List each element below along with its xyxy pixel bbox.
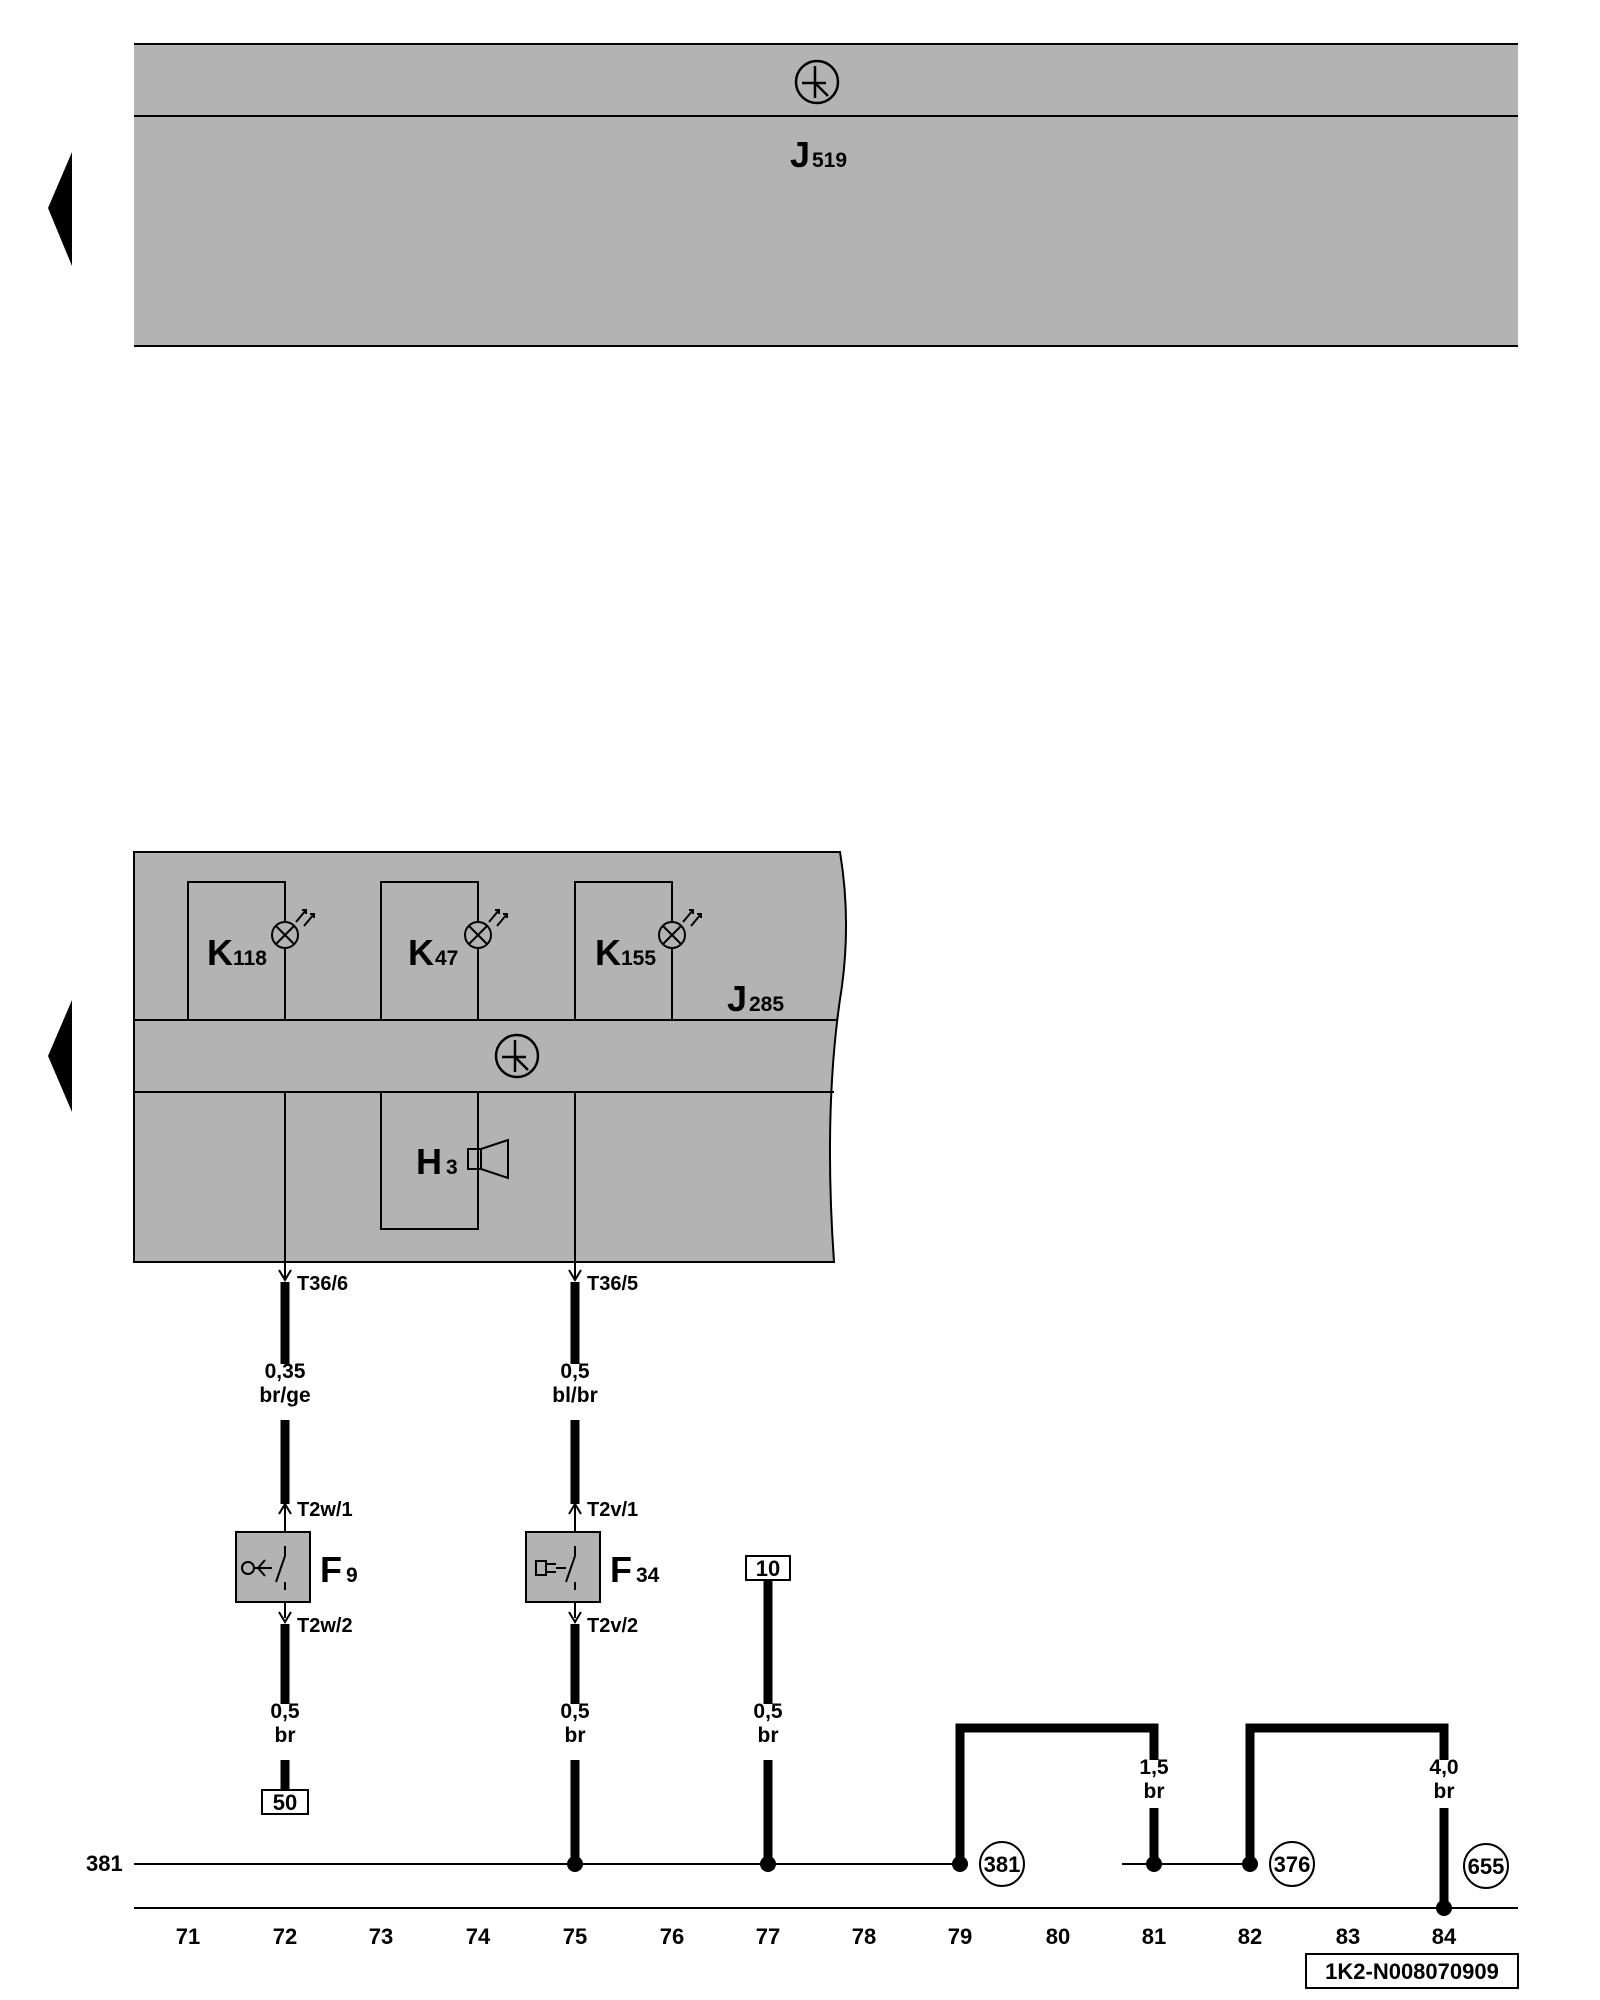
svg-text:10: 10 (756, 1556, 780, 1581)
k118-label-number: 118 (233, 947, 267, 970)
f34-label-letter: F (610, 1549, 632, 1590)
k47-warning-lamp: K 47 (380, 881, 508, 1020)
h3-label-letter: H (416, 1141, 442, 1182)
continuation-arrow-icon (48, 152, 72, 266)
wire-track-77: 10 0,5 br (745, 1555, 791, 1872)
wire-bridge-82-84: 4,0 br (1242, 1723, 1459, 1916)
wire-bridge-79-81: 1,5 br (952, 1723, 1169, 1872)
track-number: 75 (563, 1924, 587, 1949)
track-numbers: 71 72 73 74 75 76 77 78 79 80 81 82 83 8… (176, 1924, 1457, 1949)
connector-t36-6: T36/6 (297, 1273, 348, 1295)
k155-label-number: 155 (621, 947, 656, 970)
track-number: 80 (1046, 1924, 1070, 1949)
svg-text:50: 50 (273, 1790, 297, 1815)
f9-label-number: 9 (346, 1564, 358, 1587)
connector-t2v-1: T2v/1 (587, 1499, 638, 1521)
j285-instrument-cluster: J 285 K 118 K 47 (133, 851, 848, 1263)
wire-color-75-lower: br (565, 1724, 586, 1747)
ground-point-381: 381 (979, 1841, 1025, 1887)
wire-size-75-upper: 0,5 (560, 1360, 590, 1383)
k155-label-letter: K (595, 932, 621, 973)
track-number: 84 (1432, 1924, 1457, 1949)
reference-box-10: 10 (745, 1555, 791, 1581)
j519-label-number: 519 (812, 149, 847, 172)
wire-color-84: br (1434, 1780, 1455, 1803)
continuation-arrow-icon (48, 1000, 72, 1112)
connector-t2v-2: T2v/2 (587, 1615, 638, 1637)
diagram-id: 1K2-N008070909 (1325, 1959, 1499, 1984)
connector-t2w-2: T2w/2 (297, 1615, 353, 1637)
reference-box-50: 50 (261, 1789, 309, 1815)
j519-control-unit: J 519 (134, 43, 1518, 347)
bulb-icon (271, 909, 315, 949)
k47-label-number: 47 (435, 947, 458, 970)
control-unit-symbol-icon (794, 59, 840, 105)
f34-label-number: 34 (636, 1564, 660, 1587)
h3-buzzer: H 3 (380, 1091, 509, 1230)
track-number: 79 (948, 1924, 972, 1949)
control-unit-symbol-icon (494, 1033, 540, 1079)
connector-t2w-1: T2w/1 (297, 1499, 353, 1521)
svg-text:655: 655 (1468, 1854, 1505, 1879)
ground-bus: 381 (86, 1851, 1250, 1876)
j519-label-letter: J (790, 134, 810, 175)
ground-bus-label: 381 (86, 1851, 123, 1876)
track-number: 71 (176, 1924, 200, 1949)
track-number: 78 (852, 1924, 876, 1949)
track-number: 74 (466, 1924, 491, 1949)
track-number: 72 (273, 1924, 297, 1949)
wire-color-72-upper: br/ge (259, 1384, 310, 1407)
k118-warning-lamp: K 118 (187, 881, 315, 1020)
speaker-icon (467, 1138, 509, 1180)
k118-label-letter: K (207, 932, 233, 973)
wire-size-84: 4,0 (1429, 1756, 1458, 1779)
track-number: 76 (660, 1924, 684, 1949)
svg-text:381: 381 (984, 1852, 1021, 1877)
ground-point-655: 655 (1463, 1843, 1509, 1889)
j285-label-number: 285 (749, 993, 784, 1016)
k155-warning-lamp: K 155 (574, 881, 702, 1020)
track-number: 81 (1142, 1924, 1166, 1949)
j285-label-letter: J (727, 978, 747, 1019)
track-number: 82 (1238, 1924, 1262, 1949)
f9-label-letter: F (320, 1549, 342, 1590)
track-number: 73 (369, 1924, 393, 1949)
track-number: 77 (756, 1924, 780, 1949)
wire-color-75-upper: bl/br (552, 1384, 598, 1407)
f9-switch: F 9 (235, 1531, 358, 1603)
wire-color-77: br (758, 1724, 779, 1747)
wire-size-72-upper: 0,35 (265, 1360, 306, 1383)
wire-size-81: 1,5 (1139, 1756, 1169, 1779)
ground-point-376: 376 (1269, 1841, 1315, 1887)
bulb-icon (464, 909, 508, 949)
h3-label-number: 3 (446, 1156, 458, 1179)
wire-color-72-lower: br (275, 1724, 296, 1747)
connector-t36-5: T36/5 (587, 1273, 638, 1295)
svg-text:376: 376 (1274, 1852, 1311, 1877)
track-number: 83 (1336, 1924, 1360, 1949)
wire-track-72: T36/6 0,35 br/ge T2w/1 T2w/2 0,5 br 50 (259, 1262, 353, 1815)
diagram-id-box: 1K2-N008070909 (1305, 1953, 1519, 1989)
k47-label-letter: K (408, 932, 434, 973)
wire-size-77: 0,5 (753, 1700, 783, 1723)
switch-icon (535, 1546, 576, 1590)
wire-size-72-lower: 0,5 (270, 1700, 300, 1723)
wire-color-81: br (1144, 1780, 1165, 1803)
f34-switch: F 34 (525, 1531, 660, 1603)
bulb-icon (658, 909, 702, 949)
switch-icon (241, 1546, 286, 1590)
wire-size-75-lower: 0,5 (560, 1700, 590, 1723)
